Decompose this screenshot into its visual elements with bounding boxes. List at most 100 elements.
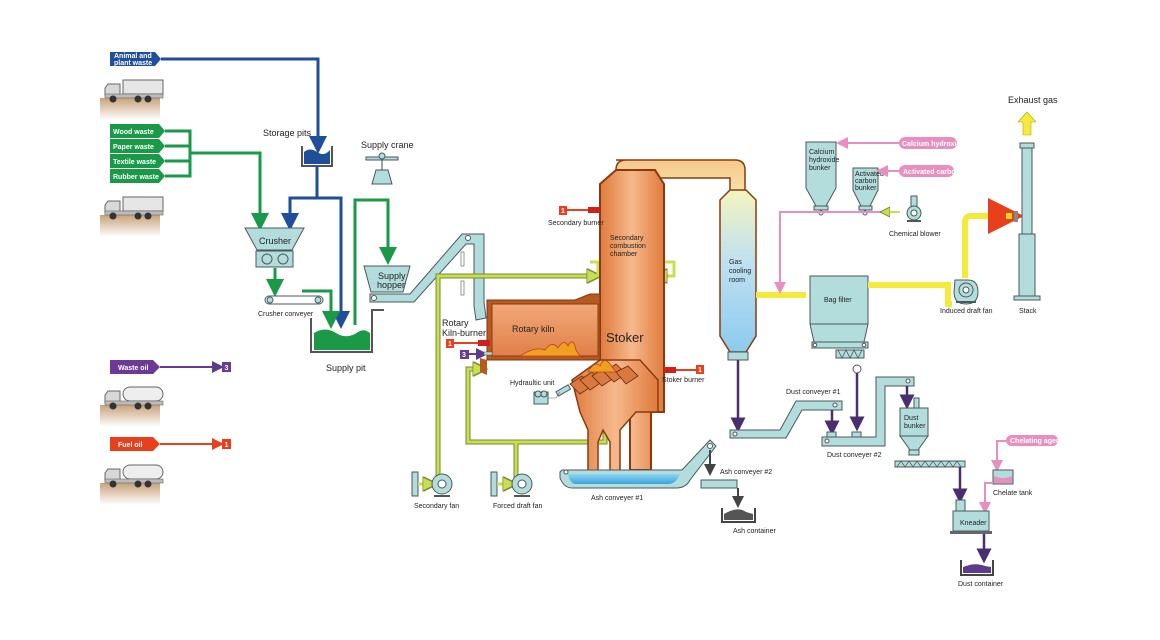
secondary-burner-label: Secondary burner — [548, 220, 604, 227]
hydraulic-unit — [533, 384, 572, 405]
dust-conveyer-2-label: Dust conveyer #2 — [827, 452, 882, 459]
ash-conveyer-1 — [559, 439, 717, 489]
animal-waste-label-line1: Animal and — [114, 53, 152, 60]
chelating-agent-source: Chelating agent — [1006, 435, 1063, 446]
gas-line-fan-to-stack — [962, 198, 1024, 278]
ash-conveyer-1-label: Ash conveyer #1 — [591, 495, 643, 502]
svg-text:room: room — [729, 277, 745, 284]
svg-text:hopper: hopper — [377, 280, 405, 290]
dust-conveyer-2 — [821, 376, 915, 447]
activated-carbon-source: Activated carbon — [899, 165, 960, 177]
svg-text:1: 1 — [448, 341, 452, 348]
input-animal-plant-waste: Animal and plant waste — [110, 52, 161, 67]
svg-text:bunker: bunker — [904, 423, 926, 430]
rotary-kiln — [491, 303, 599, 357]
rubber-waste-tag: Rubber waste — [110, 169, 165, 183]
truck-icon — [100, 79, 164, 120]
svg-text:carbon: carbon — [855, 178, 877, 185]
forced-draft-fan — [490, 471, 533, 497]
tanker-truck-icon — [100, 464, 164, 505]
supply-pit-label: Supply pit — [326, 363, 366, 373]
supply-crane-label: Supply crane — [361, 140, 414, 150]
svg-text:1: 1 — [561, 208, 565, 215]
svg-text:3: 3 — [225, 365, 229, 372]
input-waste-oil: Waste oil 3 — [110, 360, 231, 374]
gas-line-filter-to-fan — [868, 282, 952, 307]
svg-text:Kiln-burner: Kiln-burner — [442, 328, 486, 338]
crusher: Crusher — [244, 227, 305, 268]
svg-text:3: 3 — [462, 352, 466, 359]
svg-text:hydroxide: hydroxide — [809, 157, 839, 164]
secondary-fan — [411, 471, 453, 497]
supply-pit — [310, 309, 384, 353]
screw-feeder — [835, 349, 865, 359]
chelate-tank-label: Chelate tank — [993, 490, 1033, 497]
crane-to-hopper-line — [353, 198, 397, 325]
input-fuel-oil: Fuel oil 1 — [110, 437, 231, 451]
kiln-flame-icon — [518, 341, 581, 357]
ref-1-marker — [222, 439, 231, 449]
chemical-blower — [906, 195, 922, 222]
waste-oil-injector: 3 — [460, 348, 493, 360]
svg-text:Waste oil: Waste oil — [118, 365, 149, 372]
ash-conveyer-2 — [700, 479, 738, 489]
dust-conveyer-1 — [729, 400, 843, 439]
svg-text:Activated: Activated — [855, 171, 884, 178]
stack-label: Stack — [1019, 308, 1037, 315]
supply-crane — [365, 152, 399, 185]
calcium-hydroxide-source: Calcium hydroxide — [899, 137, 965, 149]
rotary-valve — [852, 364, 862, 374]
svg-text:Rubber waste: Rubber waste — [113, 174, 159, 181]
bag-filter — [809, 275, 869, 349]
fuel-oil-tag — [110, 437, 160, 451]
rotary-kiln-burner: 1 — [446, 339, 490, 348]
dust-conveyer-1-label: Dust conveyer #1 — [786, 389, 841, 396]
stoker-burner: 1 — [664, 365, 704, 374]
animal-waste-line — [161, 57, 327, 154]
stack — [1013, 142, 1041, 301]
svg-text:Calcium hydroxide: Calcium hydroxide — [902, 141, 965, 148]
svg-text:Calcium: Calcium — [809, 149, 834, 156]
svg-text:bunker: bunker — [855, 185, 877, 192]
truck-icon — [100, 196, 164, 237]
bag-filter-label: Bag filter — [824, 297, 852, 304]
storage-pits-label: Storage pits — [263, 128, 312, 138]
dust-bunker — [899, 397, 929, 456]
secondary-burner: 1 — [559, 206, 600, 215]
svg-text:Textile waste: Textile waste — [113, 159, 156, 166]
chemical-injection-line — [774, 211, 895, 294]
chelate-to-kneader-line — [979, 482, 993, 514]
paper-waste-tag: Paper waste — [110, 139, 165, 153]
svg-text:Crusher: Crusher — [259, 236, 291, 246]
svg-text:chamber: chamber — [610, 251, 638, 258]
animal-waste-tag — [110, 52, 161, 66]
storage-pit — [301, 146, 333, 167]
gas-cooling-outlet — [727, 351, 749, 361]
dust-screw-conveyer — [894, 460, 966, 468]
ash-container-label: Ash container — [733, 528, 776, 535]
storage-pit-output-lines — [281, 166, 350, 329]
rotary-kiln-label: Rotary kiln — [512, 324, 555, 334]
svg-text:Fuel oil: Fuel oil — [118, 442, 143, 449]
textile-waste-tag: Textile waste — [110, 154, 165, 168]
chemical-blower-label: Chemical blower — [889, 231, 941, 238]
rotary-kiln-burner-label: Rotary — [442, 318, 469, 328]
forced-draft-fan-label: Forced draft fan — [493, 503, 543, 510]
svg-text:Dust: Dust — [904, 415, 918, 422]
svg-text:Secondary: Secondary — [610, 235, 644, 242]
wood-waste-tag: Wood waste — [110, 124, 165, 138]
conveyer-to-pit-line — [302, 289, 340, 329]
secondary-fan-label: Secondary fan — [414, 503, 459, 510]
svg-text:combustion: combustion — [610, 243, 646, 250]
dust-container-label: Dust container — [958, 581, 1004, 588]
input-solid-waste-group: Wood waste Paper waste Textile waste Rub… — [110, 124, 165, 183]
svg-text:Supply: Supply — [378, 271, 406, 281]
ash-conveyer-2-label: Ash conveyer #2 — [720, 469, 772, 476]
solid-waste-lines — [165, 129, 269, 231]
svg-text:cooling: cooling — [729, 268, 751, 275]
waste-oil-tag — [110, 360, 160, 374]
ref-3-marker — [222, 362, 231, 372]
induced-draft-fan — [953, 279, 979, 305]
kneader — [950, 499, 992, 534]
